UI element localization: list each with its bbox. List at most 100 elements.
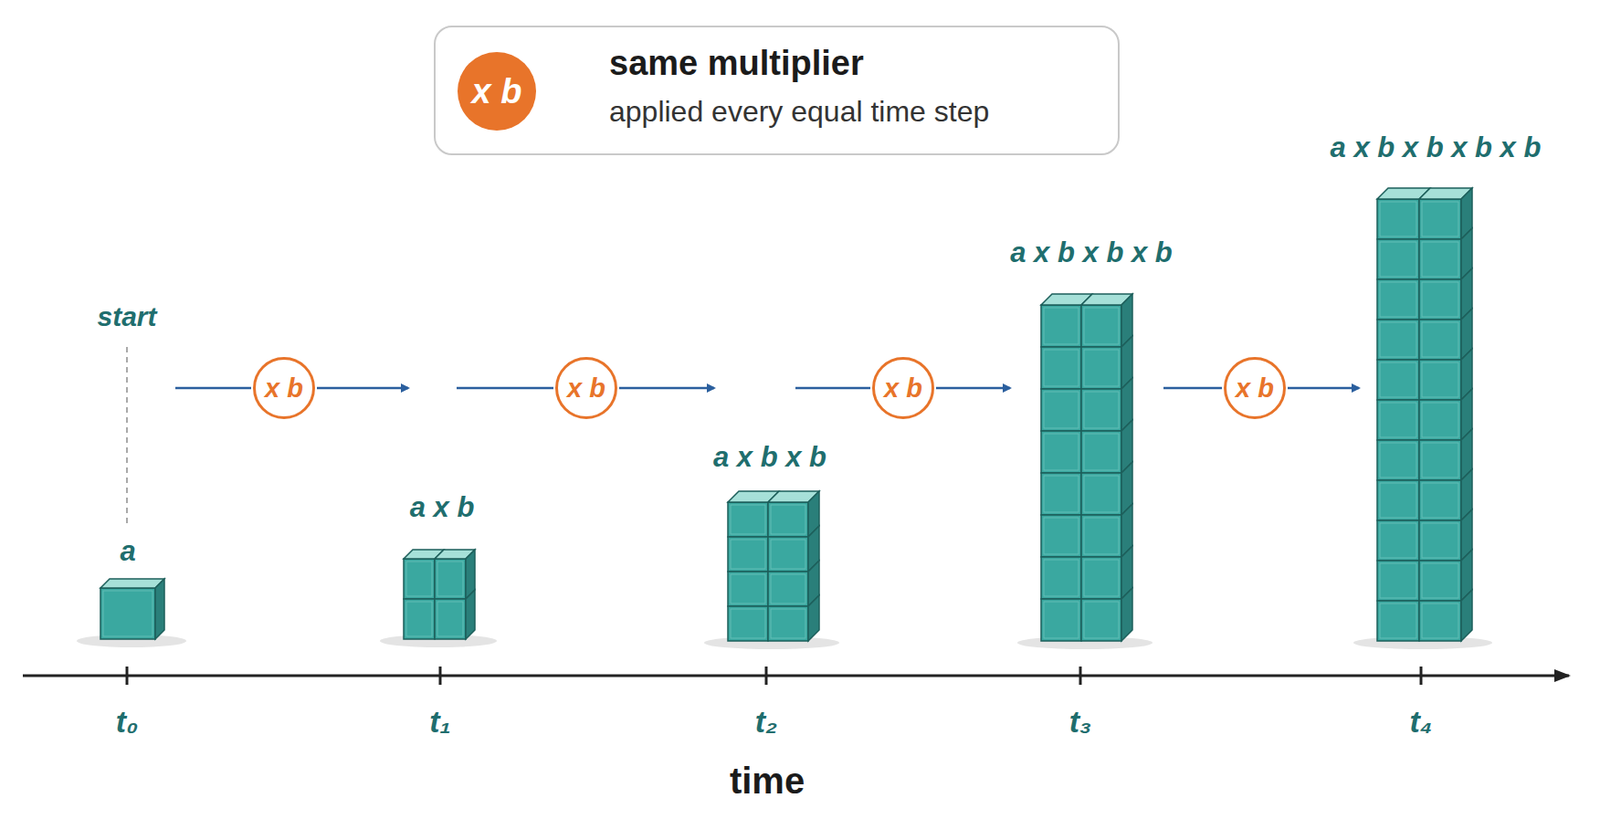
value-label: a x b x b [713, 441, 827, 474]
multiplier-text: x b [884, 373, 923, 404]
cube-face [768, 536, 809, 572]
cube-face [1041, 473, 1082, 516]
cube-side [155, 578, 165, 640]
cube-bevel [1379, 242, 1417, 277]
cube-bevel [1084, 559, 1119, 597]
cube-bevel [1379, 442, 1417, 478]
cube-face [1377, 560, 1420, 601]
step-arrows [175, 387, 1359, 390]
cube-bevel [1043, 475, 1079, 513]
cube-face [1419, 279, 1462, 320]
multiplier-circle: x b [872, 357, 935, 420]
cube-bevel [1379, 563, 1417, 599]
cube-face [1081, 599, 1122, 642]
cube-face [1377, 239, 1420, 280]
cube-face [1377, 319, 1420, 360]
cube-bevel [770, 505, 806, 535]
cube-face [768, 571, 809, 607]
cube-face [1041, 599, 1082, 642]
cube-bevel [437, 601, 464, 637]
cube-bevel [406, 561, 432, 597]
cube-bevel [1421, 402, 1459, 438]
multiplier-text: x b [567, 373, 606, 404]
multiplier-text: x b [472, 72, 523, 112]
cube-bevel [437, 561, 464, 597]
cube-face [1081, 431, 1122, 474]
axis-ticks [126, 666, 1422, 685]
cube-bevel [770, 609, 806, 639]
cube-face [403, 599, 435, 640]
start-label: start [96, 301, 157, 333]
legend-note: applied every equal time step [609, 94, 990, 129]
cube-bevel [1379, 603, 1417, 639]
time-tick-label: t₁ [429, 704, 451, 740]
time-tick-label: t₄ [1410, 704, 1433, 740]
cube-face [1081, 347, 1122, 390]
cube-bevel [1421, 322, 1459, 358]
cube-face [1419, 400, 1462, 441]
cube-bevel [1379, 362, 1417, 398]
cube-face [1419, 239, 1462, 280]
time-tick-label: t₀ [115, 704, 139, 740]
cube-face [1081, 557, 1122, 600]
cube-bevel [1084, 475, 1119, 513]
cube-face [1041, 347, 1082, 390]
cube-face [1377, 600, 1420, 642]
cube-bevel [1421, 282, 1459, 317]
cube-bevel [730, 539, 766, 569]
cube-face [1081, 515, 1122, 558]
cube-face [1419, 359, 1462, 400]
multiplier-circle: x b [457, 52, 537, 131]
cube-bevel [1421, 201, 1459, 237]
cube-bevel [1043, 307, 1079, 345]
cube-face [1081, 389, 1122, 432]
cube-bevel [1379, 201, 1417, 237]
cube-bevel [1043, 349, 1079, 387]
cube-side [1461, 589, 1473, 642]
cube-face [727, 536, 769, 572]
cube-face [1041, 305, 1082, 348]
cube-bevel [1421, 442, 1459, 478]
cube-face [1419, 480, 1462, 521]
cube-face [1419, 600, 1462, 642]
cube-bevel [730, 505, 766, 535]
legend-heading: same multiplier [609, 43, 864, 84]
start-marker [126, 347, 128, 526]
cube-bevel [1043, 601, 1079, 639]
cube-face [1081, 305, 1122, 348]
cube-face [1377, 440, 1420, 481]
cube-side [1121, 588, 1133, 642]
multiplier-circle: x b [252, 357, 316, 420]
cube-bevel [1379, 402, 1417, 438]
cube-side [808, 595, 820, 642]
cube-bevel [1084, 433, 1119, 471]
time-axis [22, 674, 1569, 678]
cube-bevel [1421, 242, 1459, 277]
cube-bevel [1084, 349, 1119, 387]
cube-stacks [76, 188, 1493, 650]
cube-face [1419, 520, 1462, 561]
cube-bevel [770, 574, 806, 604]
multiplier-circle: x b [1223, 357, 1286, 420]
cube-face [1419, 319, 1462, 360]
cube-bevel [1043, 559, 1079, 597]
axis-title: time [729, 760, 805, 802]
cube-face [727, 606, 769, 642]
cube-face [100, 588, 156, 640]
cube-bevel [1084, 307, 1119, 345]
cube-bevel [730, 574, 766, 604]
cube-face [727, 571, 769, 607]
multiplier-text: x b [264, 373, 304, 404]
cube-bevel [1043, 433, 1079, 471]
cube-face [403, 558, 435, 600]
cube-bevel [1421, 603, 1459, 639]
cube-face [1377, 400, 1420, 441]
cube-bevel [1084, 391, 1119, 429]
cube-bevel [1421, 483, 1459, 518]
cube-face [434, 599, 466, 640]
cube-face [1041, 431, 1082, 474]
cube-bevel [730, 609, 766, 639]
cube-bevel [770, 539, 806, 569]
cube-face [1419, 560, 1462, 601]
cube-bevel [1084, 517, 1119, 555]
